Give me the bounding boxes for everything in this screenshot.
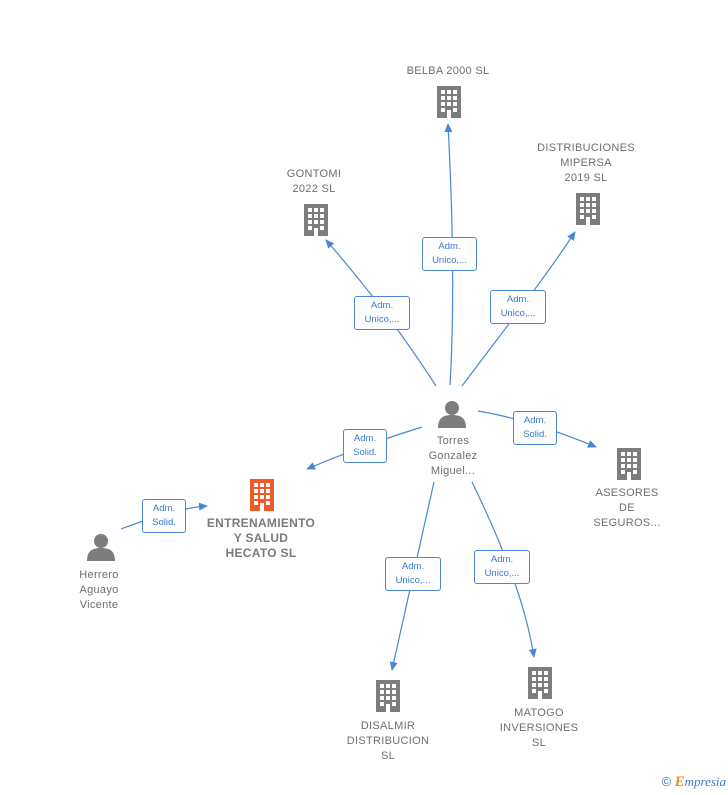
entrenamiento-building-icon[interactable]	[250, 479, 274, 511]
distribuciones-label[interactable]: DISTRIBUCIONES MIPERSA 2019 SL	[537, 142, 635, 184]
torres-person-icon[interactable]	[438, 401, 466, 428]
edge-label-entrenamiento-torres[interactable]: Adm. Solid.	[343, 429, 387, 463]
herrero-label[interactable]: Herrero Aguayo Vicente	[79, 569, 119, 611]
edge-label-disalmir[interactable]: Adm. Unico,...	[385, 557, 441, 591]
edge-label-belba[interactable]: Adm. Unico,...	[422, 237, 477, 271]
entrenamiento-label[interactable]: ENTRENAMIENTO Y SALUD HECATO SL	[206, 516, 316, 560]
copyright-symbol: ©	[661, 774, 672, 789]
edge-label-asesores[interactable]: Adm. Solid.	[513, 411, 557, 445]
torres-label[interactable]: Torres Gonzalez Miguel...	[428, 435, 478, 477]
edge-label-distribuciones[interactable]: Adm. Unico,...	[490, 290, 546, 324]
herrero-person-icon[interactable]	[87, 534, 115, 561]
brand-initial: E	[674, 774, 685, 790]
brand-name: mpresia	[684, 774, 726, 789]
asesores-label[interactable]: ASESORES DE SEGUROS...	[593, 487, 661, 529]
edge-label-matogo[interactable]: Adm. Unico,...	[474, 550, 530, 584]
gontomi-building-icon[interactable]	[304, 204, 328, 236]
belba-label[interactable]: BELBA 2000 SL	[406, 65, 490, 77]
disalmir-label[interactable]: DISALMIR DISTRIBUCION SL	[346, 720, 430, 762]
matogo-building-icon[interactable]	[528, 667, 552, 699]
edge-label-entrenamiento-herrero[interactable]: Adm. Solid.	[142, 499, 186, 533]
matogo-label[interactable]: MATOGO INVERSIONES SL	[499, 707, 579, 749]
gontomi-label[interactable]: GONTOMI 2022 SL	[286, 168, 342, 195]
asesores-building-icon[interactable]	[617, 448, 641, 480]
footer-brand: © Empresia	[662, 774, 726, 791]
disalmir-building-icon[interactable]	[376, 680, 400, 712]
edge-label-gontomi[interactable]: Adm. Unico,...	[354, 296, 410, 330]
belba-building-icon[interactable]	[437, 86, 461, 118]
distribuciones-building-icon[interactable]	[576, 193, 600, 225]
